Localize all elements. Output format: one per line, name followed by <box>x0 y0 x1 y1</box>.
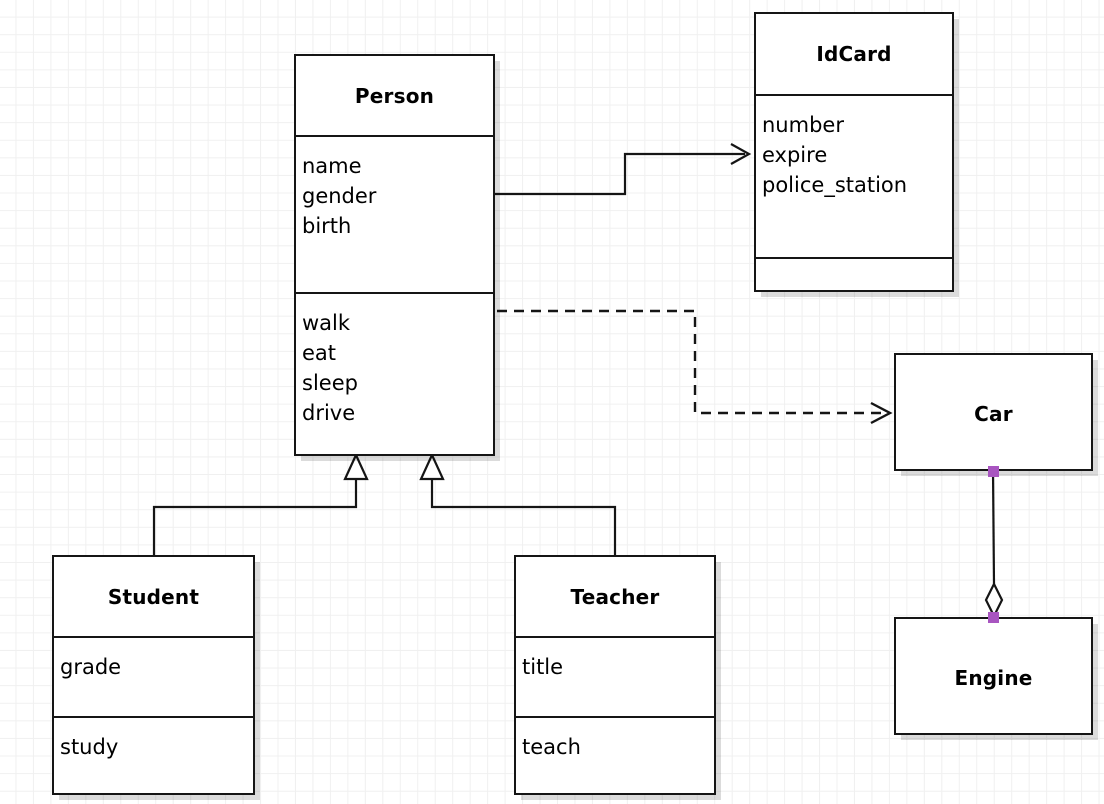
method-teacher-teach: teach <box>522 735 581 759</box>
method-person-walk: walk <box>302 311 351 335</box>
attributes-compartment-person: name gender birth <box>296 135 493 292</box>
class-name-engine: Engine <box>954 666 1033 690</box>
class-box-student[interactable]: Student grade study <box>52 555 255 795</box>
attributes-compartment-teacher: title <box>516 636 714 716</box>
edge-person-idcard[interactable] <box>495 143 752 196</box>
methods-compartment-idcard <box>756 257 952 290</box>
hollow-triangle-head-teacher <box>419 452 445 481</box>
methods-compartment-student: study <box>54 716 253 793</box>
edge-teacher-person[interactable] <box>419 452 617 555</box>
method-person-drive: drive <box>302 401 356 425</box>
open-arrow-head-idcard <box>730 143 752 165</box>
handle-car-bottom[interactable] <box>988 466 999 477</box>
methods-compartment-teacher: teach <box>516 716 714 793</box>
class-box-teacher[interactable]: Teacher title teach <box>514 555 716 795</box>
attribute-idcard-expire: expire <box>762 143 828 167</box>
methods-compartment-person: walk eat sleep drive <box>296 292 493 454</box>
class-name-car: Car <box>974 402 1013 426</box>
class-box-person[interactable]: Person name gender birth walk eat sleep drive <box>294 54 495 456</box>
attribute-person-name: name <box>302 154 362 178</box>
attribute-person-gender: gender <box>302 184 377 208</box>
class-name-person: Person <box>354 83 435 108</box>
method-student-study: study <box>60 735 119 759</box>
handle-engine-top[interactable] <box>988 612 999 623</box>
attribute-idcard-police_station: police_station <box>762 173 908 197</box>
edge-car-engine[interactable] <box>984 470 1004 619</box>
hollow-triangle-head-student <box>343 452 369 481</box>
class-name-idcard: IdCard <box>816 42 892 66</box>
attribute-idcard-number: number <box>762 113 844 137</box>
attribute-teacher-title: title <box>522 655 564 679</box>
class-box-idcard[interactable]: IdCard number expire police_station <box>754 12 954 292</box>
class-box-car[interactable]: Car <box>894 353 1093 471</box>
class-name-teacher: Teacher <box>570 584 660 609</box>
class-box-engine[interactable]: Engine <box>894 617 1093 735</box>
attribute-person-birth: birth <box>302 214 352 238</box>
method-person-eat: eat <box>302 341 337 365</box>
class-name-student: Student <box>107 584 200 609</box>
open-arrow-head-car <box>870 401 893 425</box>
attributes-compartment-student: grade <box>54 636 253 716</box>
attributes-compartment-idcard: number expire police_station <box>756 94 952 257</box>
edge-student-person[interactable] <box>152 452 369 555</box>
method-person-sleep: sleep <box>302 371 358 395</box>
attribute-student-grade: grade <box>60 655 122 679</box>
edge-person-car[interactable] <box>497 309 893 425</box>
